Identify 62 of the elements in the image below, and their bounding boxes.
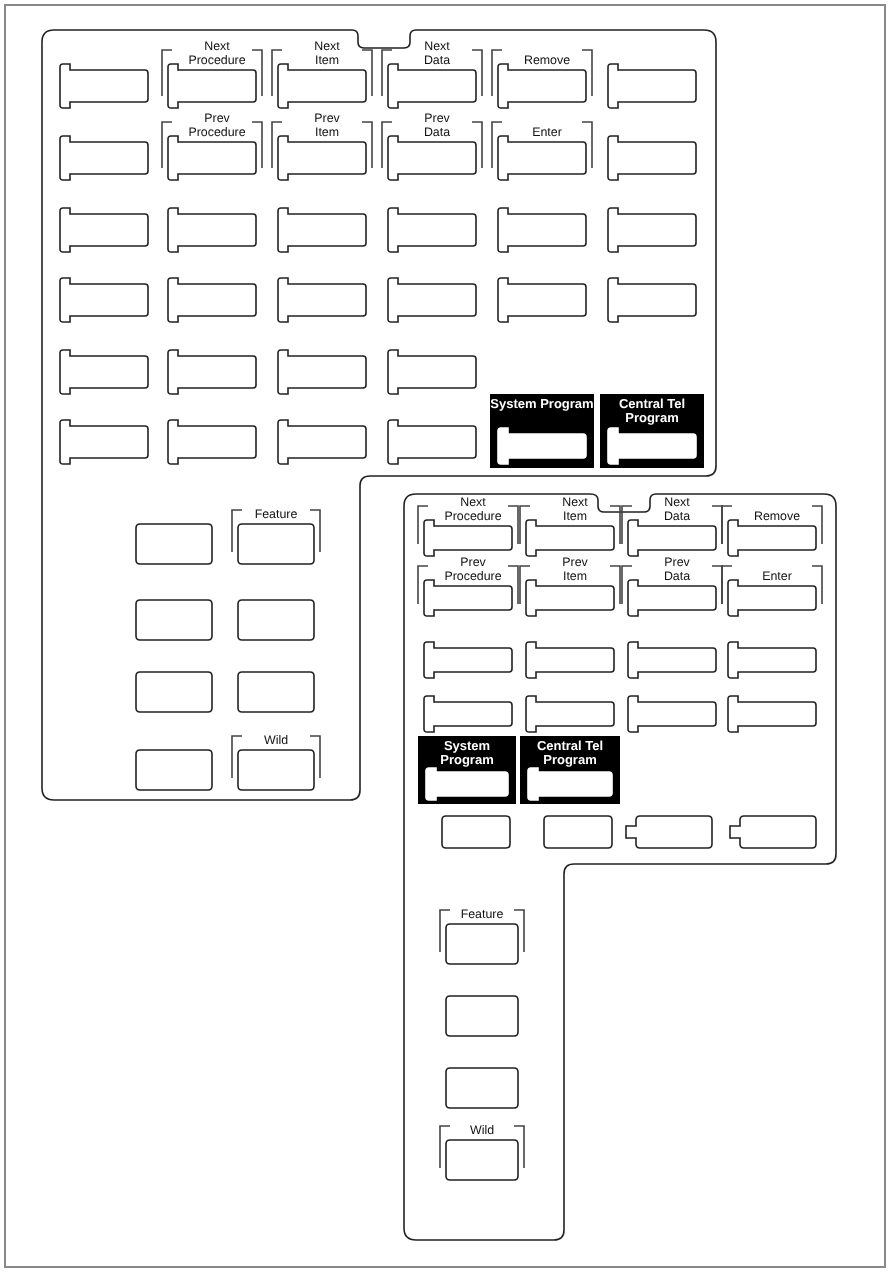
key xyxy=(60,350,148,394)
key xyxy=(526,642,614,678)
key xyxy=(728,696,816,732)
key xyxy=(608,208,696,252)
key xyxy=(278,208,366,252)
labelled-key xyxy=(620,554,724,616)
key xyxy=(136,672,212,712)
key xyxy=(136,524,212,564)
key xyxy=(446,996,518,1036)
program-key xyxy=(520,736,620,804)
key xyxy=(388,420,476,464)
keypad-panel xyxy=(404,494,836,1240)
key xyxy=(60,278,148,322)
key xyxy=(608,136,696,180)
key xyxy=(626,816,712,848)
key xyxy=(498,278,586,322)
key xyxy=(136,600,212,640)
labelled-key xyxy=(270,38,374,108)
key xyxy=(628,696,716,732)
key xyxy=(60,208,148,252)
key xyxy=(498,208,586,252)
key xyxy=(424,696,512,732)
key xyxy=(728,642,816,678)
key xyxy=(544,816,612,848)
key xyxy=(60,420,148,464)
labelled-key xyxy=(416,554,520,616)
program-key xyxy=(490,394,594,468)
key xyxy=(608,64,696,108)
key xyxy=(424,642,512,678)
key xyxy=(238,600,314,640)
program-key xyxy=(600,394,704,468)
key xyxy=(388,208,476,252)
labelled-key xyxy=(620,494,724,556)
labelled-key xyxy=(416,494,520,556)
key xyxy=(168,208,256,252)
key xyxy=(278,278,366,322)
labelled-key xyxy=(160,38,264,108)
key xyxy=(442,816,510,848)
key xyxy=(60,64,148,108)
key xyxy=(168,420,256,464)
key xyxy=(168,350,256,394)
keypad-panel xyxy=(42,30,716,800)
key xyxy=(730,816,816,848)
labelled-key xyxy=(518,554,622,616)
key xyxy=(388,350,476,394)
program-key xyxy=(418,736,516,804)
labelled-key xyxy=(380,110,484,180)
labelled-key xyxy=(518,494,622,556)
key xyxy=(628,642,716,678)
key xyxy=(60,136,148,180)
key xyxy=(238,672,314,712)
key xyxy=(278,420,366,464)
key xyxy=(278,350,366,394)
key xyxy=(608,278,696,322)
key xyxy=(388,278,476,322)
key xyxy=(168,278,256,322)
labelled-key xyxy=(270,110,374,180)
labelled-key xyxy=(380,38,484,108)
key xyxy=(526,696,614,732)
key xyxy=(136,750,212,790)
labelled-key xyxy=(160,110,264,180)
key xyxy=(446,1068,518,1108)
